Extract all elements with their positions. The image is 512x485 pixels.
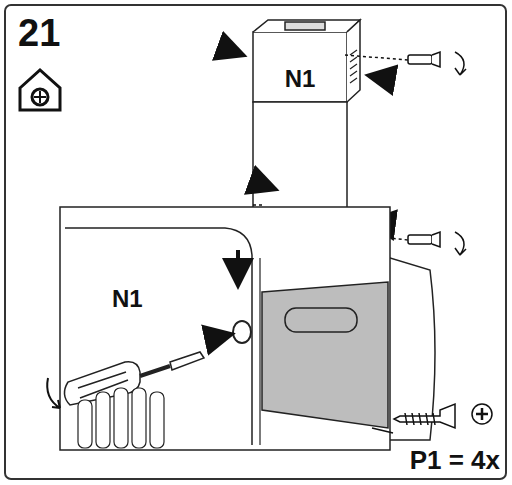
step-number: 21 — [18, 14, 60, 52]
recirculation-icon — [20, 70, 60, 110]
detail-inset — [47, 207, 390, 450]
direction-arrows — [218, 46, 395, 225]
part-label: N1 — [285, 67, 316, 91]
screw-symbol — [372, 404, 492, 433]
part-label: N1 — [112, 287, 143, 311]
frame — [5, 5, 506, 479]
part-quantity: P1 = 4x — [410, 447, 500, 473]
